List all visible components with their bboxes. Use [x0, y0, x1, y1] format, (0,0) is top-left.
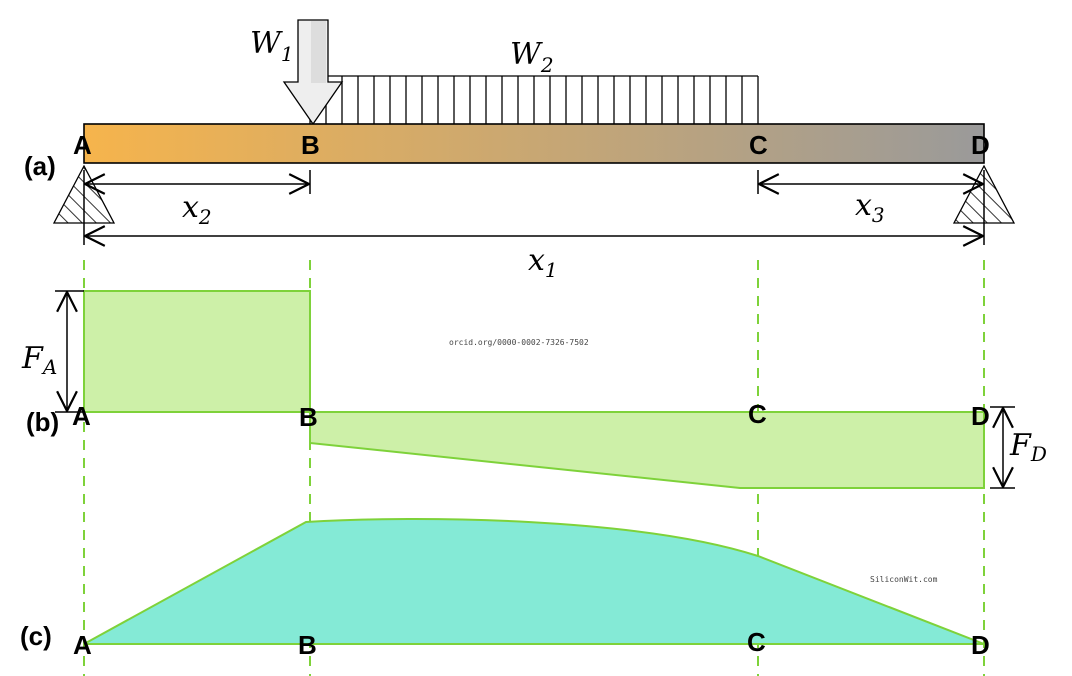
force-label-fd: FD — [1009, 428, 1047, 466]
dimension-label-x2: x2 — [182, 190, 212, 229]
panel-b: FA FD (b) A B C D orcid.org/0000-0002-73… — [21, 290, 1047, 489]
shear-point-label-c: C — [748, 399, 767, 429]
load-label-w2: W2 — [510, 37, 554, 77]
watermark-site: SiliconWit.com — [870, 575, 938, 584]
moment-point-label-b: B — [298, 630, 317, 660]
panel-label-a: (a) — [24, 151, 56, 181]
load-label-w1: W1 — [250, 26, 294, 66]
shear-region-negative — [309, 411, 985, 489]
watermark-orcid: orcid.org/0000-0002-7326-7502 — [449, 338, 589, 347]
panel-a: (a) A B C D W1 W2 x2 x3 x1 — [24, 19, 1016, 282]
shear-point-label-b: B — [299, 402, 318, 432]
point-label-c: C — [749, 130, 768, 160]
dimension-lines — [83, 170, 985, 245]
force-label-fa: FA — [21, 341, 57, 379]
point-load-w1-arrow — [282, 19, 344, 126]
shear-point-label-a: A — [72, 401, 91, 431]
beam — [83, 123, 985, 164]
shear-point-label-d: D — [971, 401, 990, 431]
point-label-d: D — [971, 130, 990, 160]
moment-point-label-a: A — [73, 630, 92, 660]
moment-region — [83, 518, 985, 645]
moment-point-label-c: C — [747, 627, 766, 657]
moment-point-label-d: D — [971, 630, 990, 660]
dimension-label-x3: x3 — [855, 188, 885, 227]
panel-label-c: (c) — [20, 621, 52, 651]
point-label-a: A — [73, 130, 92, 160]
point-label-b: B — [301, 130, 320, 160]
shear-region-positive — [83, 290, 311, 413]
dimension-label-x1: x1 — [528, 243, 558, 282]
panel-label-b: (b) — [26, 407, 59, 437]
panel-c: (c) A B C D SiliconWit.com — [20, 518, 990, 660]
distributed-load-w2 — [309, 75, 759, 124]
